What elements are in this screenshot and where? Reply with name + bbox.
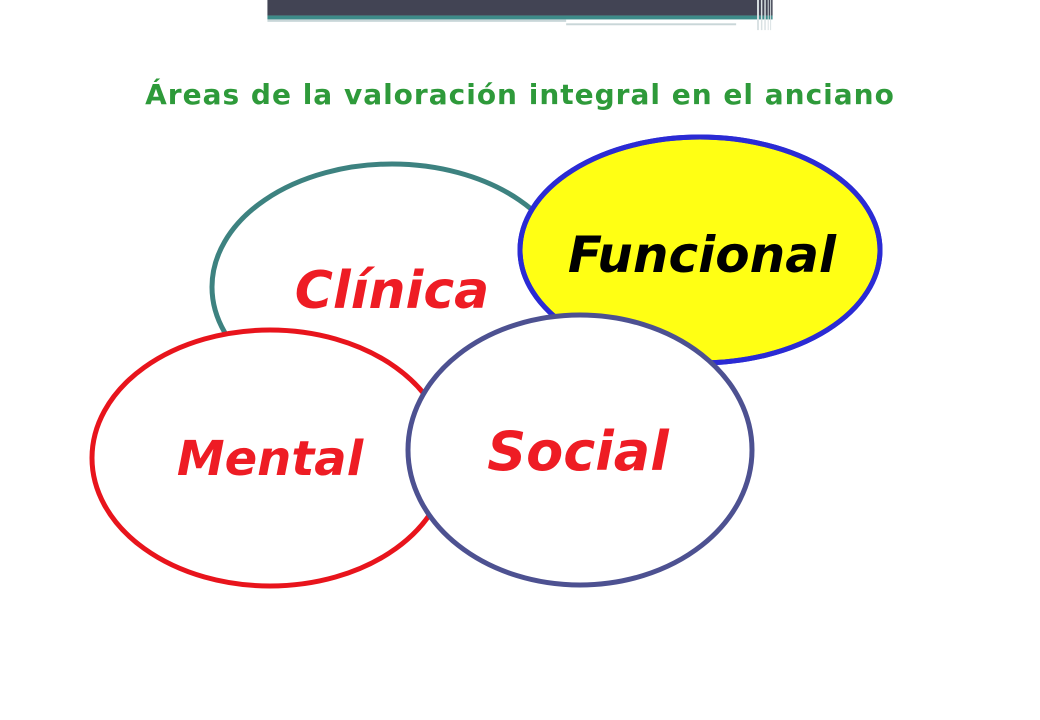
header-light-stripe-right xyxy=(566,23,737,26)
slide-title: Áreas de la valoración integral en el an… xyxy=(145,78,895,111)
header-light-stripe xyxy=(267,19,567,22)
social-label: Social xyxy=(487,420,670,483)
header-corner-lines xyxy=(757,0,772,31)
clinica-label: Clínica xyxy=(295,261,490,321)
header-teal-stripe xyxy=(267,15,773,20)
header-dark-band xyxy=(267,0,773,16)
mental-label: Mental xyxy=(177,431,364,487)
slide-header-bar xyxy=(267,0,773,31)
social-oval xyxy=(405,312,755,588)
funcional-label: Funcional xyxy=(568,226,837,284)
